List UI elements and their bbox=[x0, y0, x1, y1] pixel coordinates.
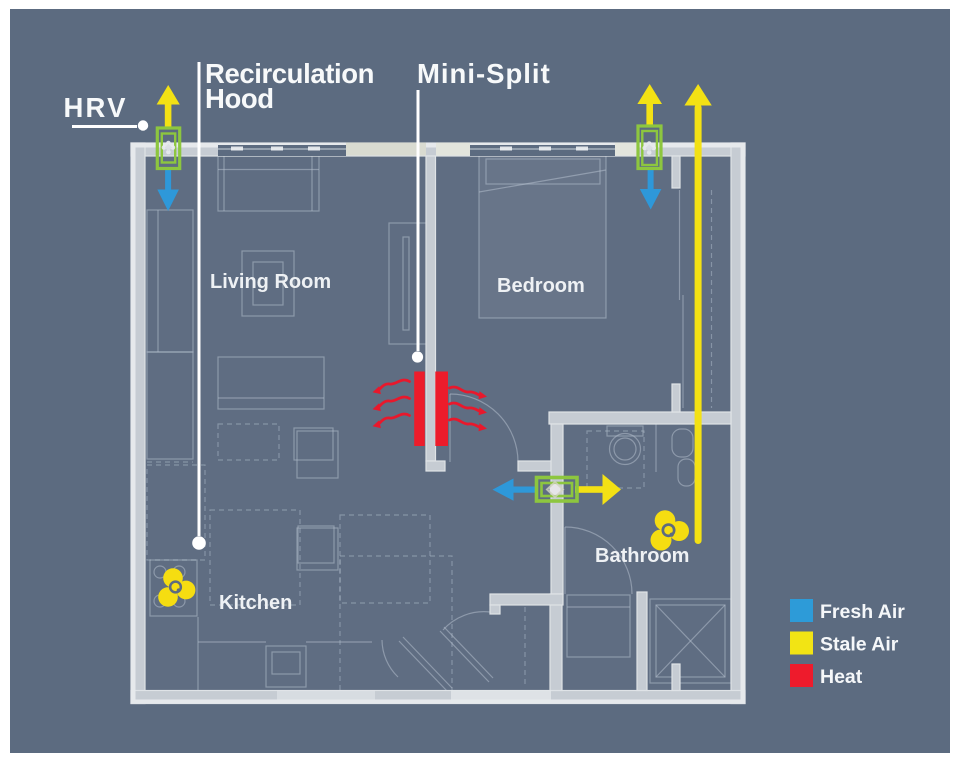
svg-text:Hood: Hood bbox=[205, 83, 274, 114]
svg-text:Kitchen: Kitchen bbox=[219, 592, 292, 614]
svg-text:Bedroom: Bedroom bbox=[497, 275, 585, 297]
svg-text:Mini-Split: Mini-Split bbox=[417, 58, 551, 89]
svg-text:Fresh Air: Fresh Air bbox=[820, 601, 905, 623]
svg-text:Recirculation: Recirculation bbox=[205, 58, 374, 89]
svg-text:Heat: Heat bbox=[820, 666, 863, 688]
svg-text:Stale Air: Stale Air bbox=[820, 634, 899, 656]
svg-text:Living Room: Living Room bbox=[210, 271, 331, 293]
svg-text:Bathroom: Bathroom bbox=[595, 545, 689, 567]
svg-text:HRV: HRV bbox=[64, 92, 128, 123]
